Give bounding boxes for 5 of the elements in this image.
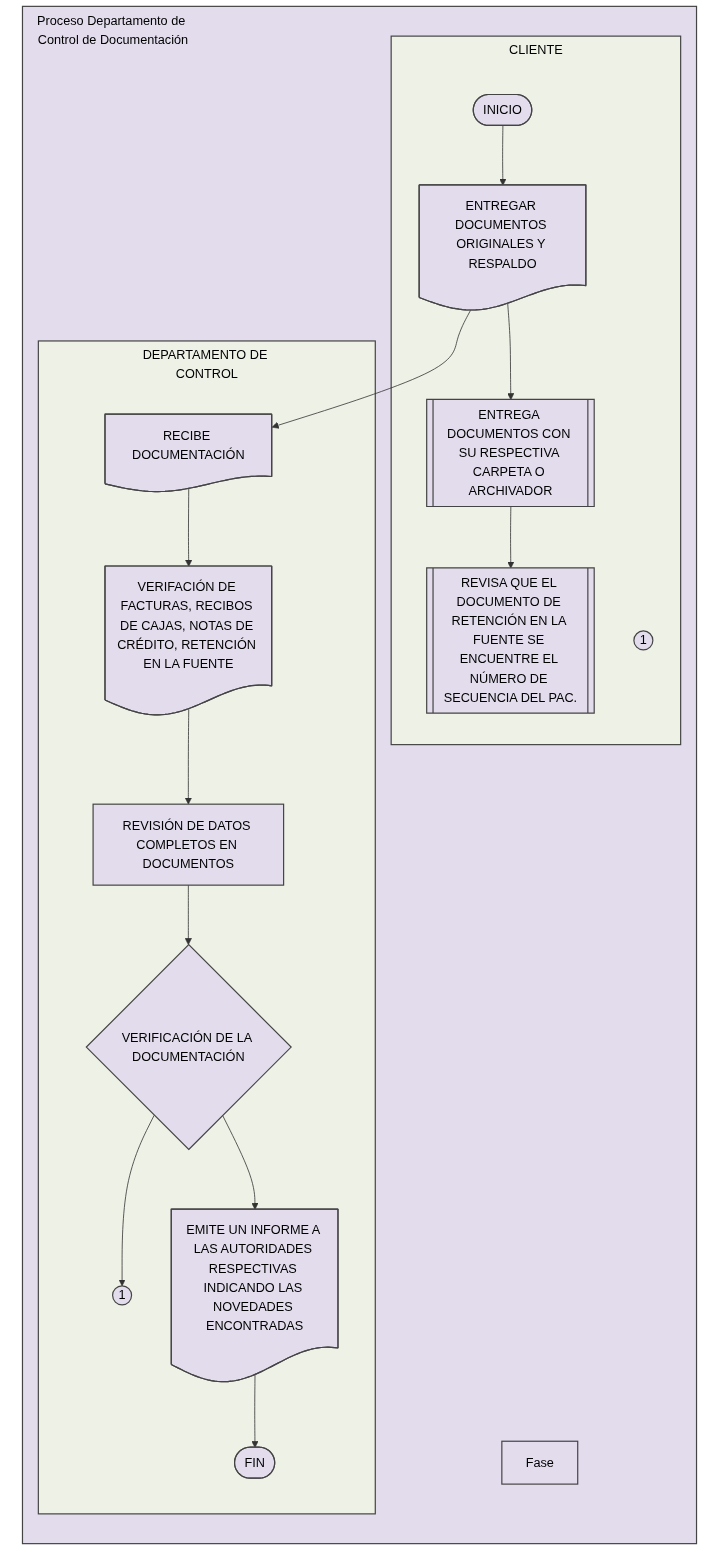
node-circle: 1 <box>112 1285 133 1306</box>
node-circle: 1 <box>633 630 654 651</box>
node-box: REVISIÓN DE DATOS COMPLETOS EN DOCUMENTOS <box>92 803 285 886</box>
node-box: Fase <box>501 1440 579 1485</box>
node-diamond: VERIFICACIÓN DE LA DOCUMENTACIÓN <box>85 943 292 1151</box>
